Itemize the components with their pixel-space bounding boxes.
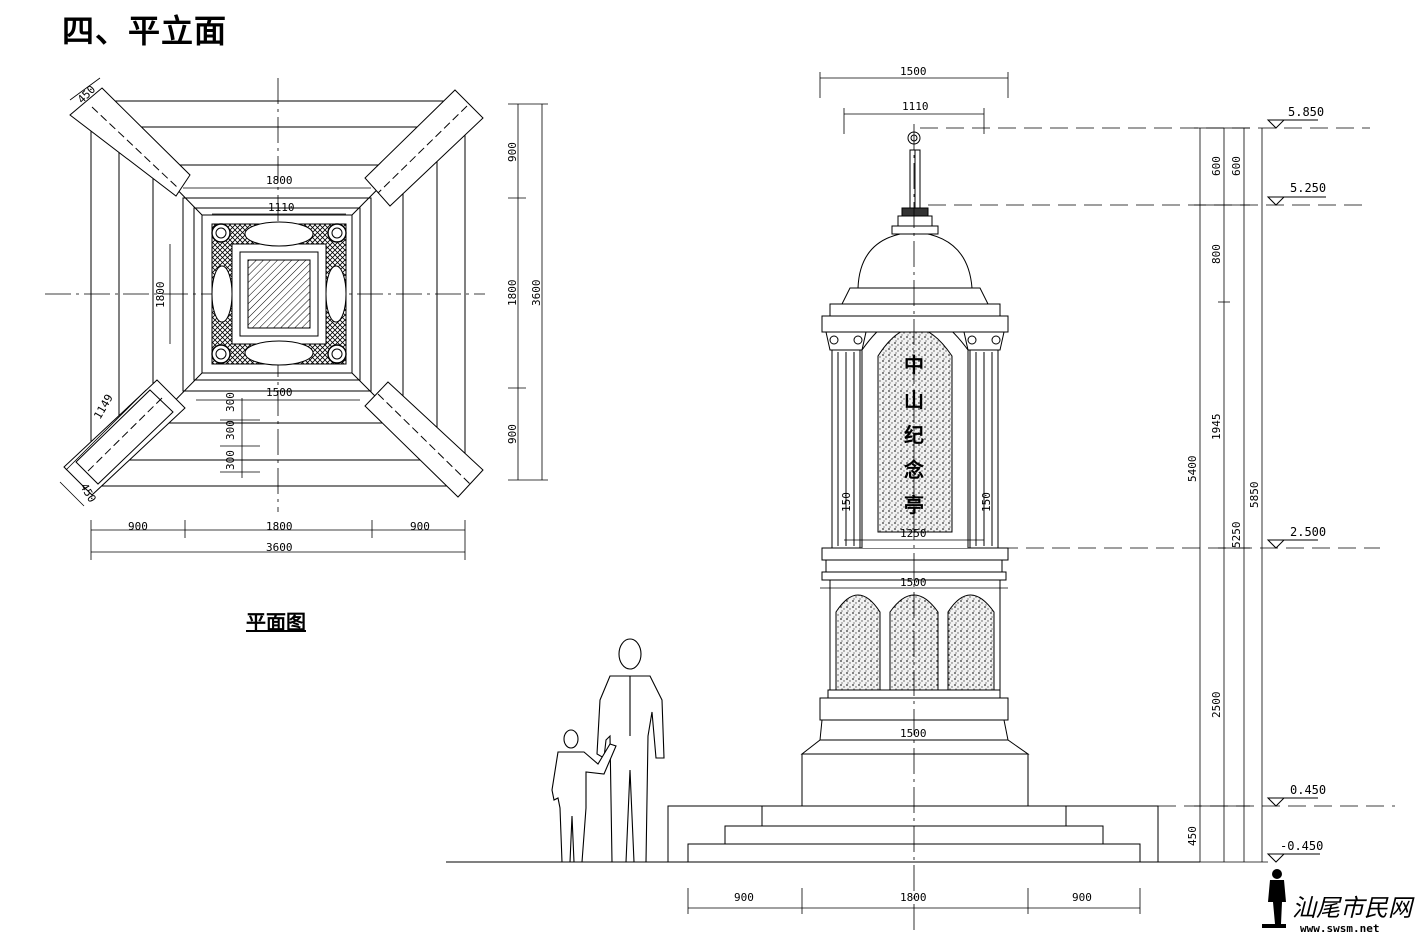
elev-dim-150-right: 150	[980, 492, 993, 512]
elev-dim-top-1500: 1500	[900, 65, 927, 78]
elev-dim-mid-1500: 1500	[900, 576, 927, 589]
elev-dim-900-left: 900	[734, 891, 754, 904]
page-heading: 四、平立面	[62, 12, 228, 50]
plan-dim-1110: 1110	[268, 201, 295, 214]
watermark-name: 汕尾市民网	[1292, 894, 1415, 922]
plan-dim-1800-right: 1800	[506, 280, 519, 307]
elev-dim-1250: 1250	[900, 527, 927, 540]
level-label: 0.450	[1290, 783, 1326, 797]
plan-dim-900-right: 900	[410, 520, 430, 533]
plan-dim-1800-inner: 1800	[266, 174, 293, 187]
elev-dim-600-a: 600	[1210, 156, 1223, 176]
plan-dim-300-c: 300	[224, 450, 237, 470]
level-label: 2.500	[1290, 525, 1326, 539]
plan-dim-900-right-bottom: 900	[506, 424, 519, 444]
watermark-url: www.swsm.net	[1300, 922, 1379, 935]
plan-dim-1800-left: 1800	[154, 282, 167, 309]
elev-dim-5250: 5250	[1230, 522, 1243, 549]
inscription-char: 念	[904, 458, 924, 482]
plan-dim-300-a: 300	[224, 392, 237, 412]
elev-dim-5400: 5400	[1186, 456, 1199, 483]
plan-dim-1800-bottom: 1800	[266, 520, 293, 533]
inscription-char: 纪	[904, 423, 924, 447]
plan-dim-3600-right: 3600	[530, 280, 543, 307]
elev-dim-450: 450	[1186, 826, 1199, 846]
level-label: -0.450	[1280, 839, 1323, 853]
elev-dim-900-right: 900	[1072, 891, 1092, 904]
elevation-view	[446, 72, 1395, 932]
plan-view	[45, 77, 548, 560]
human-figure-child	[551, 729, 617, 863]
plan-dim-300-b: 300	[224, 420, 237, 440]
plan-dim-3600-bottom: 3600	[266, 541, 293, 554]
elev-dim-5850: 5850	[1248, 482, 1261, 509]
elev-dim-base-1500: 1500	[900, 727, 927, 740]
plan-dim-900-left: 900	[128, 520, 148, 533]
plan-dim-900-right-top: 900	[506, 142, 519, 162]
inscription: 中 山 纪 念 亭	[904, 353, 924, 517]
plan-dim-1500: 1500	[266, 386, 293, 399]
watermark: 汕尾市民网 www.swsm.net	[1262, 869, 1415, 935]
elev-dim-600-b: 600	[1230, 156, 1243, 176]
elev-dim-top-1110: 1110	[902, 100, 929, 113]
inscription-char: 中	[904, 353, 924, 377]
watermark-figure-icon	[1262, 869, 1286, 928]
plan-caption: 平面图	[246, 610, 306, 634]
elev-dim-1945: 1945	[1210, 414, 1223, 441]
plan-dim-1149: 1149	[91, 392, 116, 421]
elev-dim-1800: 1800	[900, 891, 927, 904]
inscription-char: 亭	[904, 493, 924, 517]
level-label: 5.250	[1290, 181, 1326, 195]
level-label: 5.850	[1288, 105, 1324, 119]
elev-dim-2500: 2500	[1210, 692, 1223, 719]
human-figure-adult	[596, 638, 665, 863]
elev-dim-800: 800	[1210, 244, 1223, 264]
inscription-char: 山	[904, 388, 924, 412]
elev-dim-150-left: 150	[840, 492, 853, 512]
